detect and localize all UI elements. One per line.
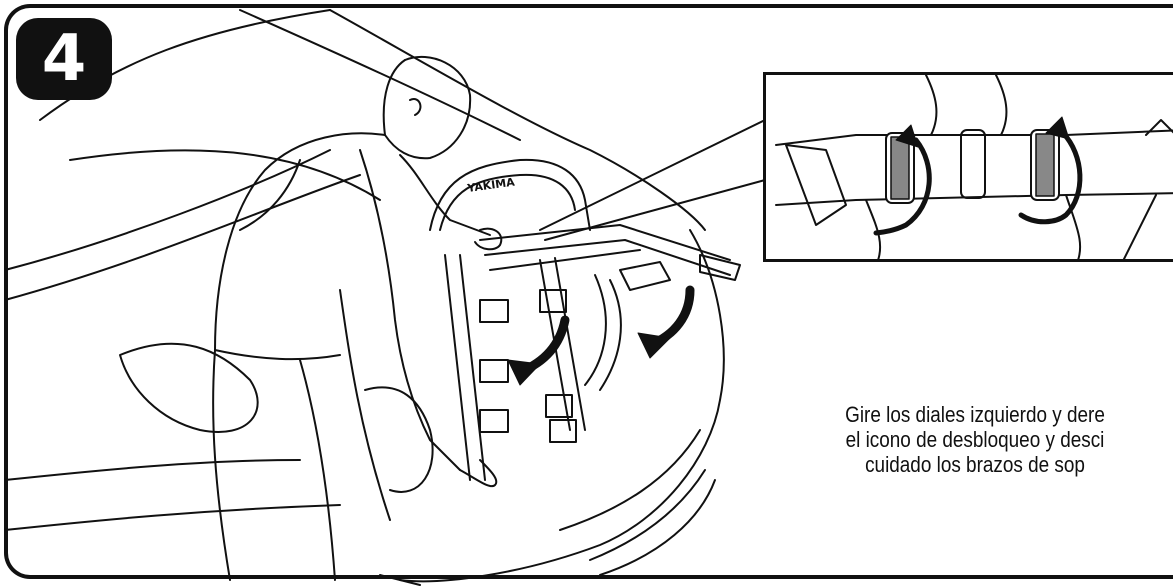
dial-detail-illustration xyxy=(775,75,1173,259)
step-number: 4 xyxy=(41,22,87,96)
rack-brand-label: YAKIMA xyxy=(466,175,516,195)
caption-line: Gire los diales izquierdo y dere xyxy=(845,402,1105,427)
car-outline xyxy=(4,9,725,586)
detail-inset xyxy=(763,72,1173,262)
step-number-badge: 4 xyxy=(16,18,112,100)
caption-line: el icono de desbloqueo y desci xyxy=(845,427,1105,452)
caption-line: cuidado los brazos de sop xyxy=(865,452,1085,477)
person xyxy=(212,55,503,581)
instruction-caption: Gire los diales izquierdo y dere el icon… xyxy=(803,402,1147,477)
rotate-arrow-icon xyxy=(873,116,1083,236)
callout-lines xyxy=(539,119,766,241)
fold-down-arrow-icon xyxy=(507,285,695,386)
